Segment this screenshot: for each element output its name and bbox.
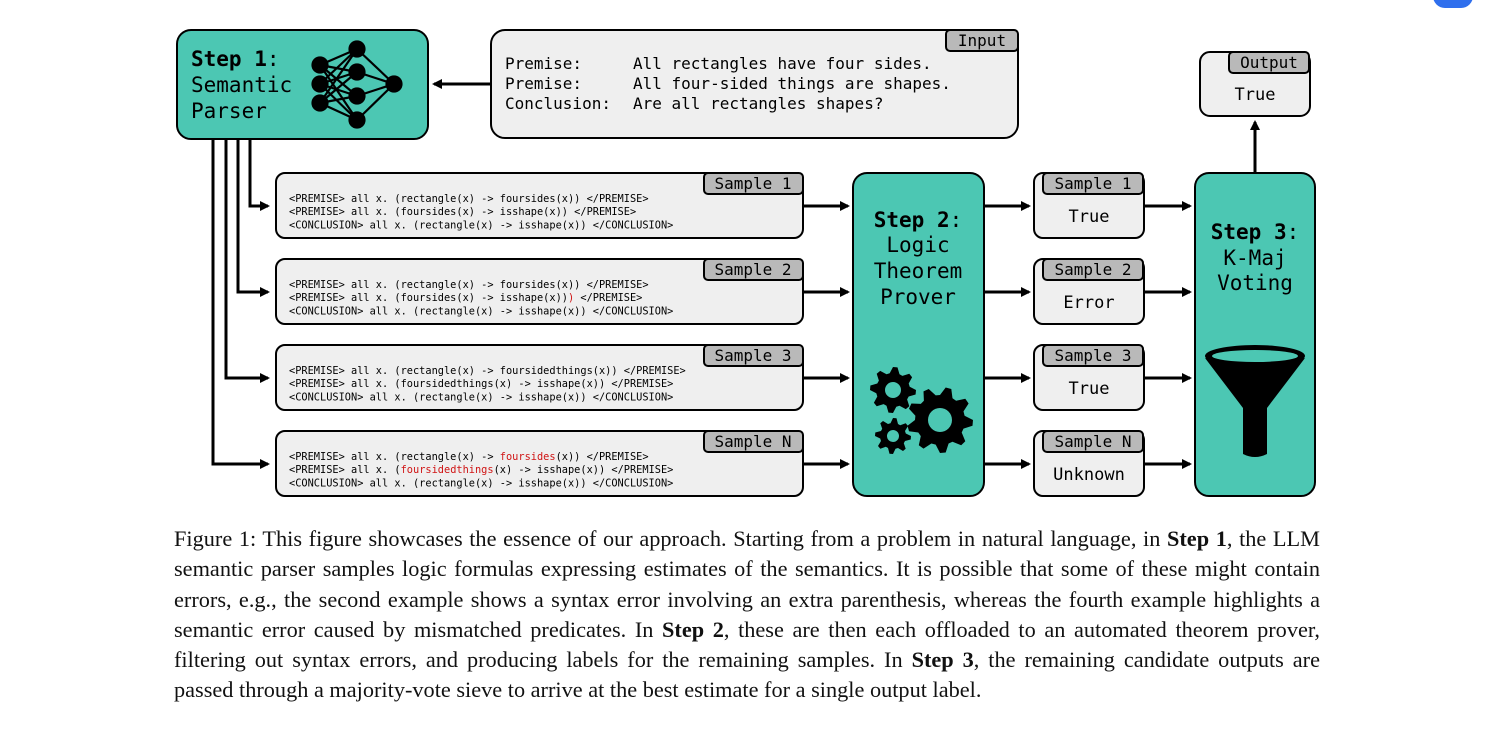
result-label: Error (1063, 293, 1114, 313)
caption-text: , these are then each offloaded to an au… (174, 616, 1320, 673)
caption-step-ref: Step 1 (1166, 526, 1227, 551)
input-line-text: All four-sided things are shapes. (633, 74, 951, 93)
sample-tab: Sample N (714, 432, 791, 451)
step1-line3: Parser (191, 99, 267, 123)
logic-formula-line: <CONCLUSION> all x. (rectangle(x) -> iss… (289, 305, 673, 317)
step3-line-1: K-Maj (1223, 246, 1286, 270)
step3-line-2: Voting (1217, 271, 1293, 295)
input-line-label: Premise: (505, 74, 582, 93)
output-box: Output True (1199, 51, 1311, 117)
gear-shape (907, 387, 973, 453)
step3-title: Step 3 (1211, 220, 1287, 244)
neuron-node (311, 75, 329, 93)
step2-line-2: Theorem (874, 259, 963, 283)
input-line-label: Conclusion: (505, 94, 611, 113)
funnel-icon (1205, 345, 1305, 457)
result-tab: Sample 1 (1054, 174, 1131, 193)
step3-box: Step 3: K-Maj Voting (1194, 172, 1316, 497)
svg-text:Step 3:: Step 3: (1211, 220, 1300, 244)
result-box-3: Sample 3 True (1033, 344, 1145, 411)
logic-formula-line: <PREMISE> all x. (foursidedthings(x) -> … (289, 378, 673, 390)
logic-formula-line: <PREMISE> all x. (rectangle(x) -> foursi… (289, 365, 686, 377)
caption-text: Figure 1: This figure showcases the esse… (174, 526, 1167, 551)
input-line-text: All rectangles have four sides. (633, 54, 932, 73)
input-line-label: Premise: (505, 54, 582, 73)
output-tab: Output (1240, 53, 1298, 72)
logic-formula-line: <PREMISE> all x. (rectangle(x) -> foursi… (289, 451, 649, 463)
result-label: True (1069, 207, 1110, 227)
sample-tab: Sample 1 (714, 174, 791, 193)
neuron-node (311, 56, 329, 74)
neuron-node (385, 75, 403, 93)
result-label: Unknown (1053, 465, 1125, 485)
logic-formula-line: <PREMISE> all x. (rectangle(x) -> foursi… (289, 193, 649, 205)
sample-box-1: Sample 1 <PREMISE> all x. (rectangle(x) -… (275, 172, 804, 239)
gear-shape (875, 418, 911, 454)
corner-badge[interactable] (1433, 0, 1473, 8)
logic-formula-line: <CONCLUSION> all x. (rectangle(x) -> iss… (289, 219, 673, 231)
caption-text: , the remaining candidate outputs are pa… (174, 647, 1320, 703)
caption-step-ref: Step 3 (911, 647, 974, 673)
result-label: True (1069, 379, 1110, 399)
result-box-2: Sample 2 Error (1033, 258, 1145, 325)
step1-to-samples-connectors (211, 140, 270, 469)
input-box: Input Premise: All rectangles have four s… (490, 29, 1019, 139)
sample-tab: Sample 3 (714, 346, 791, 365)
logic-formula-line: <PREMISE> all x. (rectangle(x) -> foursi… (289, 279, 649, 291)
neuron-node (348, 111, 366, 129)
neuron-node (348, 87, 366, 105)
result-tab: Sample 2 (1054, 260, 1131, 279)
step1-title: Step 1 (191, 47, 267, 71)
gears-icon (870, 367, 973, 454)
figure-caption: Figure 1: This figure showcases the esse… (174, 524, 1320, 706)
step2-line-3: Prover (880, 285, 956, 309)
neural-network-icon (311, 40, 403, 129)
logic-formula-line: <CONCLUSION> all x. (rectangle(x) -> iss… (289, 391, 673, 403)
result-box-4: Sample N Unknown (1033, 430, 1145, 497)
step1-line2: Semantic (191, 73, 292, 97)
pipeline-diagram: Step 1: Semantic Parser Input Premise: Al… (176, 29, 1316, 497)
caption-step-ref: Step 2 (662, 616, 724, 642)
input-line-text: Are all rectangles shapes? (633, 94, 883, 113)
input-tab: Input (958, 31, 1006, 50)
logic-formula-line: <CONCLUSION> all x. (rectangle(x) -> iss… (289, 477, 673, 489)
logic-formula-line: <PREMISE> all x. (foursides(x) -> isshap… (289, 292, 642, 304)
step2-title: Step 2 (874, 208, 950, 232)
svg-text:Step 2:: Step 2: (874, 208, 963, 232)
sample-box-3: Sample 3 <PREMISE> all x. (rectangle(x) -… (275, 344, 804, 411)
sample-tab: Sample 2 (714, 260, 791, 279)
caption-text: , the LLM semantic parser samples logic … (174, 526, 1320, 642)
neuron-node (311, 94, 329, 112)
sample-box-4: Sample N <PREMISE> all x. (rectangle(x) -… (275, 430, 804, 497)
logic-formula-line: <PREMISE> all x. (foursidedthings(x) -> … (289, 464, 673, 476)
output-value: True (1235, 85, 1276, 105)
neuron-node (348, 40, 366, 58)
svg-text:Step 1:: Step 1: (191, 47, 280, 71)
logic-formula-line: <PREMISE> all x. (foursides(x) -> isshap… (289, 206, 636, 218)
gear-shape (870, 367, 916, 413)
sample-box-2: Sample 2 <PREMISE> all x. (rectangle(x) -… (275, 258, 804, 325)
result-box-1: Sample 1 True (1033, 172, 1145, 239)
result-tab: Sample 3 (1054, 346, 1131, 365)
result-tab: Sample N (1054, 432, 1131, 451)
step2-box: Step 2: Logic Theorem Prover (852, 172, 985, 497)
neuron-node (348, 63, 366, 81)
step2-line-1: Logic (886, 233, 949, 257)
step1-box: Step 1: Semantic Parser (176, 29, 429, 140)
